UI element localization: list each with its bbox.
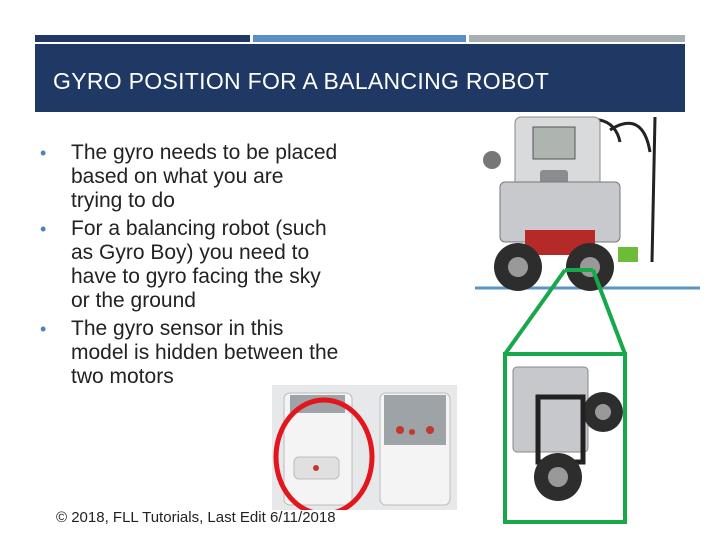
title-bar: GYRO POSITION FOR A BALANCING ROBOT — [35, 44, 685, 112]
bullet-icon: • — [40, 143, 47, 163]
accent-stripe-dark — [35, 35, 250, 42]
gyro-sensor-photo — [272, 385, 457, 510]
bullet-item: • For a balancing robot (such as Gyro Boy… — [40, 217, 340, 313]
bullet-icon: • — [40, 319, 47, 339]
bullet-text: The gyro needs to be placed based on wha… — [71, 141, 338, 212]
bullet-item: • The gyro sensor in this model is hidden… — [40, 317, 340, 389]
robot-photo — [470, 112, 700, 298]
footer-text: © 2018, FLL Tutorials, Last Edit 6/11/20… — [56, 509, 336, 526]
bullet-item: • The gyro needs to be placed based on wh… — [40, 141, 340, 213]
accent-stripe-light — [469, 35, 685, 42]
accent-stripe-mid — [253, 35, 466, 42]
bullet-text: The gyro sensor in this model is hidden … — [71, 317, 339, 388]
page-title: GYRO POSITION FOR A BALANCING ROBOT — [53, 68, 550, 94]
bullet-list: • The gyro needs to be placed based on wh… — [40, 141, 340, 393]
bullet-icon: • — [40, 219, 47, 239]
bullet-text: For a balancing robot (such as Gyro Boy)… — [71, 217, 327, 312]
robot-underside-photo — [503, 352, 627, 524]
